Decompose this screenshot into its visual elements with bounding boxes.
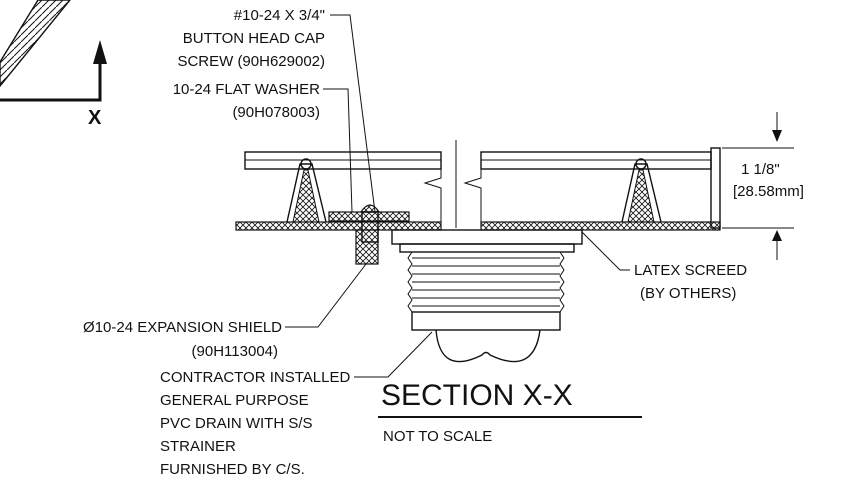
trench-frame: [244, 140, 721, 229]
drain-line-5: FURNISHED BY C/S.: [160, 461, 305, 478]
dimension-imperial: 1 1/8": [741, 161, 780, 178]
callout-screed: LATEX SCREED (BY OTHERS): [634, 262, 747, 302]
washer-line-1: 10-24 FLAT WASHER: [173, 81, 320, 98]
grate-fragment: [0, 0, 71, 88]
section-title-block: SECTION X-X NOT TO SCALE: [378, 379, 642, 445]
drain-line-3: PVC DRAIN WITH S/S: [160, 415, 313, 432]
screw-line-1: #10-24 X 3/4": [234, 7, 325, 24]
axis-x-label: X: [88, 107, 102, 129]
screed-line-1: LATEX SCREED: [634, 262, 747, 279]
support-rib-left: [286, 158, 327, 223]
callout-shield: Ø10-24 EXPANSION SHIELD (90H113004): [83, 319, 282, 360]
dimension-metric: [28.58mm]: [733, 183, 804, 200]
shield-line-1: Ø10-24 EXPANSION SHIELD: [83, 319, 282, 336]
drain-line-2: GENERAL PURPOSE: [160, 392, 309, 409]
drain-body: [391, 229, 583, 363]
drain-line-1: CONTRACTOR INSTALLED: [160, 369, 350, 386]
leader-lines: [285, 14, 630, 378]
support-rib-right: [621, 158, 662, 223]
base-plate: [235, 221, 721, 231]
screw-line-3: SCREW (90H629002): [177, 53, 325, 70]
shield-line-2: (90H113004): [192, 343, 278, 360]
washer-line-2: (90H078003): [232, 104, 320, 121]
section-title: SECTION X-X: [381, 379, 573, 412]
callout-washer: 10-24 FLAT WASHER (90H078003): [173, 81, 320, 121]
screw-assembly: [328, 204, 410, 265]
scale-note: NOT TO SCALE: [383, 428, 492, 445]
callout-drain: CONTRACTOR INSTALLED GENERAL PURPOSE PVC…: [160, 369, 350, 478]
callout-screw: #10-24 X 3/4" BUTTON HEAD CAP SCREW (90H…: [177, 7, 325, 70]
screed-line-2: (BY OTHERS): [640, 285, 736, 302]
dimension-marker: 1 1/8" [28.58mm]: [722, 112, 804, 260]
drain-line-4: STRAINER: [160, 438, 236, 455]
axis-indicator: X: [0, 40, 107, 129]
screw-line-2: BUTTON HEAD CAP: [183, 30, 325, 47]
